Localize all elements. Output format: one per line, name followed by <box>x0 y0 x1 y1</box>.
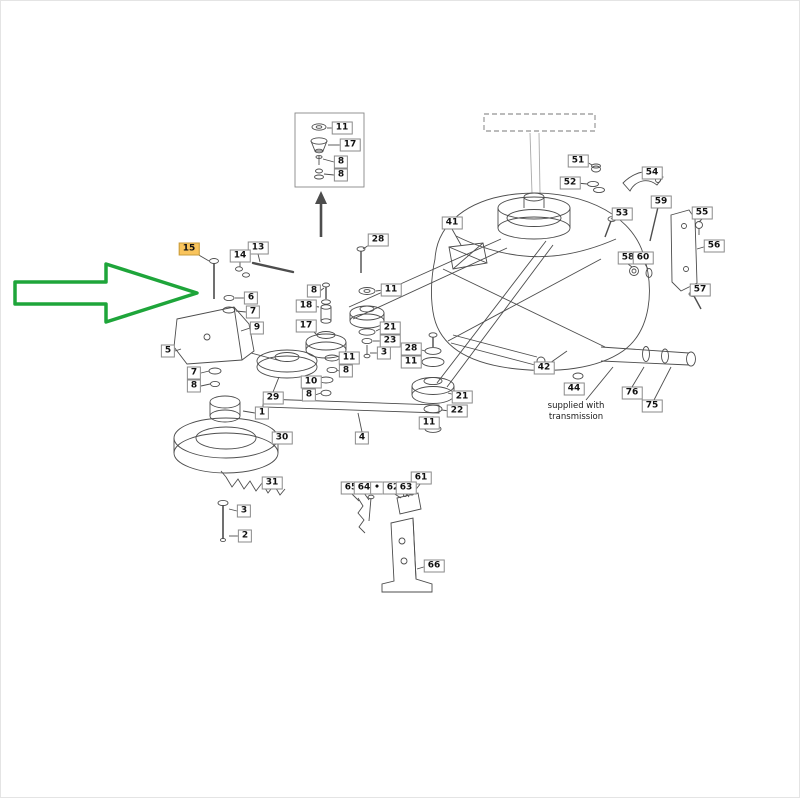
part-label-4[interactable]: 4 <box>354 431 370 445</box>
part-label-28[interactable]: 28 <box>367 233 389 247</box>
part-label-8[interactable]: 8 <box>301 388 317 402</box>
left-bracket-assembly <box>173 253 295 388</box>
transmission-note: supplied with transmission <box>547 401 605 422</box>
part-label-41[interactable]: 41 <box>441 216 463 230</box>
green-callout-arrow <box>13 262 199 324</box>
part-label-3[interactable]: 3 <box>376 346 392 360</box>
part-label-8[interactable]: 8 <box>338 364 354 378</box>
part-label-56[interactable]: 56 <box>703 239 725 253</box>
part-label-14[interactable]: 14 <box>229 249 251 263</box>
part-label-18[interactable]: 18 <box>295 299 317 313</box>
part-label-7[interactable]: 7 <box>186 366 202 380</box>
part-label-22[interactable]: 22 <box>446 404 468 418</box>
part-label-76[interactable]: 76 <box>621 386 643 400</box>
part-label-11[interactable]: 11 <box>331 121 353 135</box>
part-label-63[interactable]: 63 <box>395 481 417 495</box>
part-label-6[interactable]: 6 <box>243 291 259 305</box>
part-label-3[interactable]: 3 <box>236 504 252 518</box>
part-label-53[interactable]: 53 <box>611 207 633 221</box>
part-label-75[interactable]: 75 <box>641 399 663 413</box>
part-label-17[interactable]: 17 <box>295 319 317 333</box>
part-label-66[interactable]: 66 <box>423 559 445 573</box>
bypass-linkage-parts <box>576 160 708 310</box>
part-label-11[interactable]: 11 <box>338 351 360 365</box>
part-label-9[interactable]: 9 <box>249 321 265 335</box>
part-label-17[interactable]: 17 <box>339 138 361 152</box>
part-label-11[interactable]: 11 <box>400 355 422 369</box>
part-label-61[interactable]: 61 <box>410 471 432 485</box>
transmission-housing <box>348 192 696 401</box>
part-label-21[interactable]: 21 <box>451 390 473 404</box>
part-label-42[interactable]: 42 <box>533 361 555 375</box>
part-label-60[interactable]: 60 <box>632 251 654 265</box>
part-label-8[interactable]: 8 <box>333 168 349 182</box>
part-label-7[interactable]: 7 <box>245 305 261 319</box>
clutch-assembly <box>173 349 318 543</box>
part-label-8[interactable]: 8 <box>186 379 202 393</box>
part-label-54[interactable]: 54 <box>641 166 663 180</box>
part-label-57[interactable]: 57 <box>689 283 711 297</box>
idler-pulley-stack <box>305 282 347 397</box>
part-label-13[interactable]: 13 <box>247 241 269 255</box>
part-label-55[interactable]: 55 <box>691 206 713 220</box>
part-label-11[interactable]: 11 <box>380 283 402 297</box>
mount-part-41 <box>356 228 488 273</box>
spindle-pulley-stack <box>324 287 385 374</box>
part-label-10[interactable]: 10 <box>300 375 322 389</box>
part-label-59[interactable]: 59 <box>650 195 672 209</box>
part-label-31[interactable]: 31 <box>261 476 283 490</box>
part-label-11[interactable]: 11 <box>418 416 440 430</box>
part-label-44[interactable]: 44 <box>563 382 585 396</box>
part-label-29[interactable]: 29 <box>262 391 284 405</box>
part-label-1[interactable]: 1 <box>254 406 270 420</box>
part-label-52[interactable]: 52 <box>559 176 581 190</box>
part-label-15[interactable]: 15 <box>178 242 200 256</box>
part-label-28[interactable]: 28 <box>400 342 422 356</box>
part-label-5[interactable]: 5 <box>160 344 176 358</box>
part-label-8[interactable]: 8 <box>333 155 349 169</box>
up-arrow <box>315 191 327 237</box>
part-label-2[interactable]: 2 <box>237 529 253 543</box>
part-label-8[interactable]: 8 <box>306 284 322 298</box>
part-label-21[interactable]: 21 <box>379 321 401 335</box>
part-label-30[interactable]: 30 <box>271 431 293 445</box>
part-label-51[interactable]: 51 <box>567 154 589 168</box>
